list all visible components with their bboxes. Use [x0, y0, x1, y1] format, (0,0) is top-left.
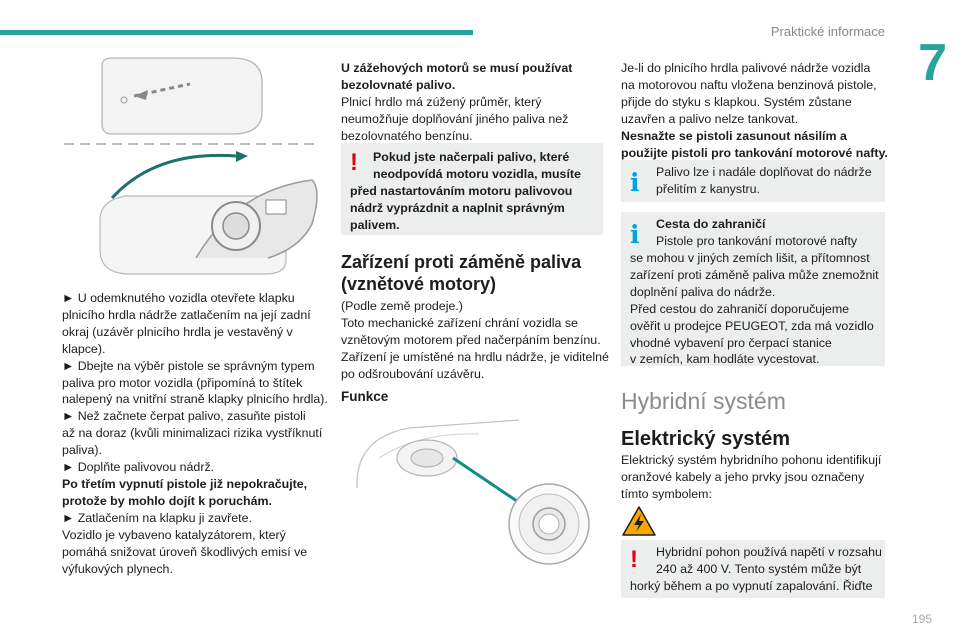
text-line-bold: neodpovídá motoru vozidla, musíte: [373, 166, 581, 181]
text-line: Pistole pro tankování motorové nafty: [656, 234, 858, 248]
warning-icon: !: [350, 149, 358, 176]
text-line: plnicího hrdla nádrže zatlačením na její…: [62, 307, 311, 322]
text-line: nalepený na vnitřní straně klapky plnicí…: [62, 392, 328, 407]
warning-text: Pokud jste načerpali palivo, které neodp…: [373, 149, 581, 183]
text-line: Zařízení je umístěné na hrdlu nádrže, je…: [341, 349, 609, 364]
text-line: paliva).: [62, 443, 102, 458]
info-text-continued: se mohou v jiných zemích lišit, a přítom…: [630, 250, 879, 368]
function-subheading: Funkce: [341, 389, 389, 404]
text-line: přijde do styku s klapkou. Systém zůstan…: [621, 94, 852, 109]
text-line: až na doraz (kvůli minimalizaci rizika v…: [62, 426, 323, 441]
heading-line: Zařízení proti záměně paliva: [341, 252, 582, 272]
unleaded-fuel-intro: U zážehových motorů se musí používat bez…: [341, 60, 611, 145]
text-line: uzavřen a palivo nelze tankovat.: [621, 111, 799, 126]
text-line: Je-li do plnicího hrdla palivové nádrže …: [621, 61, 871, 75]
text-line-bold: Po třetím vypnutí pistole již nepokračuj…: [62, 476, 308, 491]
text-line: Plnicí hrdlo má zúžený průměr, který: [341, 94, 542, 109]
warning-text-continued: horký během a po vypnutí zapalování. Řiď…: [630, 578, 873, 595]
text-line: Toto mechanické zařízení chrání vozidla …: [341, 315, 578, 330]
text-line: zařízení proti záměně paliva může znemož…: [630, 267, 879, 282]
canister-info-box: i Palivo lze i nadále doplňovat do nádrž…: [621, 160, 885, 202]
text-line: ověřit u prodejce PEUGEOT, zda má vozidl…: [630, 318, 874, 333]
text-line-bold: Nesnažte se pistoli zasunout násilím a: [621, 128, 847, 143]
text-line: tímto symbolem:: [621, 486, 712, 501]
text-line: na motorovou naftu vložena benzinová pis…: [621, 77, 877, 92]
info-text: Pistole pro tankování motorové nafty: [656, 233, 857, 250]
info-icon: i: [630, 168, 640, 197]
text-line-bold: U zážehových motorů se musí používat: [341, 61, 573, 75]
fuel-flap-open-illustration: [101, 57, 263, 135]
text-line: horký během a po vypnutí zapalování. Řiď…: [630, 579, 873, 593]
divider-dashed: [64, 143, 320, 145]
electrical-system-text: Elektrický systém hybridního pohonu iden…: [621, 452, 896, 503]
text-line: Před cestou do zahraničí doporučujeme: [630, 301, 850, 316]
text-line: pomáhá snižovat úroveň škodlivých emisí …: [62, 544, 308, 559]
text-line: oranžové kabely a jeho prvky jsou označe…: [621, 469, 865, 484]
text-line: Elektrický systém hybridního pohonu iden…: [621, 453, 882, 467]
text-line: Hybridní pohon používá napětí v rozsahu: [656, 545, 882, 559]
text-line: ► U odemknutého vozidla otevřete klapku: [62, 291, 295, 305]
chapter-number: 7: [918, 34, 947, 92]
text-line: bezolovnatého benzínu.: [341, 128, 473, 143]
header-accent-bar: [0, 30, 473, 35]
text-line: se mohou v jiných zemích lišit, a přítom…: [630, 251, 870, 265]
warning-text: Hybridní pohon používá napětí v rozsahu …: [656, 544, 882, 578]
header-title: Praktické informace: [770, 24, 885, 39]
petrol-nozzle-text: Je-li do plnicího hrdla palivové nádrže …: [621, 60, 896, 161]
heading-line: (vznětové motory): [341, 274, 497, 294]
misfuel-device-illustration: [356, 419, 590, 565]
info-icon: i: [630, 220, 640, 249]
warning-icon: !: [630, 546, 638, 573]
text-line: vznětovým motorem před načerpáním benzín…: [341, 332, 601, 347]
text-line-bold: před nastartováním motoru palivovou: [350, 184, 573, 198]
text-line: ► Zatlačením na klapku ji zavřete.: [62, 510, 252, 525]
info-title: Cesta do zahraničí: [656, 217, 766, 231]
misfuel-device-text: (Podle země prodeje.) Toto mechanické za…: [341, 298, 611, 383]
page-number: 195: [911, 612, 932, 626]
text-line: ► Než začnete čerpat palivo, zasuňte pis…: [62, 409, 306, 424]
text-line: okraj (uzávěr plnicího hrdla je vestavěn…: [62, 324, 293, 339]
text-line: přelitím z kanystru.: [656, 181, 760, 196]
text-line: doplnění paliva do nádrže.: [630, 284, 776, 299]
text-line: výfukových plynech.: [62, 561, 173, 576]
refuelling-instructions: ► U odemknutého vozidla otevřete klapku …: [62, 290, 332, 577]
wrong-fuel-warning-box: ! Pokud jste načerpali palivo, které neo…: [341, 143, 603, 235]
high-voltage-warning-box: ! Hybridní pohon používá napětí v rozsah…: [621, 540, 885, 598]
text-line: Vozidlo je vybaveno katalyzátorem, který: [62, 527, 286, 542]
text-line-bold: protože by mohlo dojít k poruchám.: [62, 493, 272, 508]
text-line-bold: nádrž vyprázdnit a naplnit správným: [350, 200, 565, 215]
text-line: (Podle země prodeje.): [341, 299, 463, 313]
text-line: po odšroubování uzávěru.: [341, 366, 485, 381]
electrical-system-heading: Elektrický systém: [621, 428, 791, 450]
text-line-bold: Pokud jste načerpali palivo, které: [373, 150, 570, 164]
fuel-cap-illustration: [99, 151, 318, 275]
misfuel-device-heading: Zařízení proti záměně paliva (vznětové m…: [341, 251, 611, 295]
text-line-bold: palivem.: [350, 217, 400, 232]
high-voltage-symbol-icon: [622, 506, 656, 536]
hybrid-system-heading: Hybridní systém: [621, 388, 786, 414]
warning-text-continued: před nastartováním motoru palivovou nádr…: [350, 183, 572, 234]
text-line: vhodné vybavení pro čerpací stanice: [630, 335, 832, 350]
text-line: v zemích, kam hodláte vycestovat.: [630, 352, 820, 367]
text-line: paliva pro motor vozidla (připomíná to š…: [62, 375, 303, 390]
info-text: Palivo lze i nadále doplňovat do nádrže …: [656, 164, 872, 198]
text-line: ► Dbejte na výběr pistole se správným ty…: [62, 358, 315, 373]
text-line: Palivo lze i nadále doplňovat do nádrže: [656, 165, 872, 179]
text-line: klapce).: [62, 341, 106, 356]
text-line: 240 až 400 V. Tento systém může být: [656, 561, 862, 576]
text-line-bold: bezolovnaté palivo.: [341, 77, 456, 92]
text-line: ► Doplňte palivovou nádrž.: [62, 460, 215, 475]
abroad-info-box: i Cesta do zahraničí Pistole pro tanková…: [621, 212, 885, 366]
text-line: neumožňuje doplňování jiného paliva než: [341, 111, 569, 126]
text-line-bold: použijte pistoli pro tankování motorové …: [621, 145, 888, 160]
